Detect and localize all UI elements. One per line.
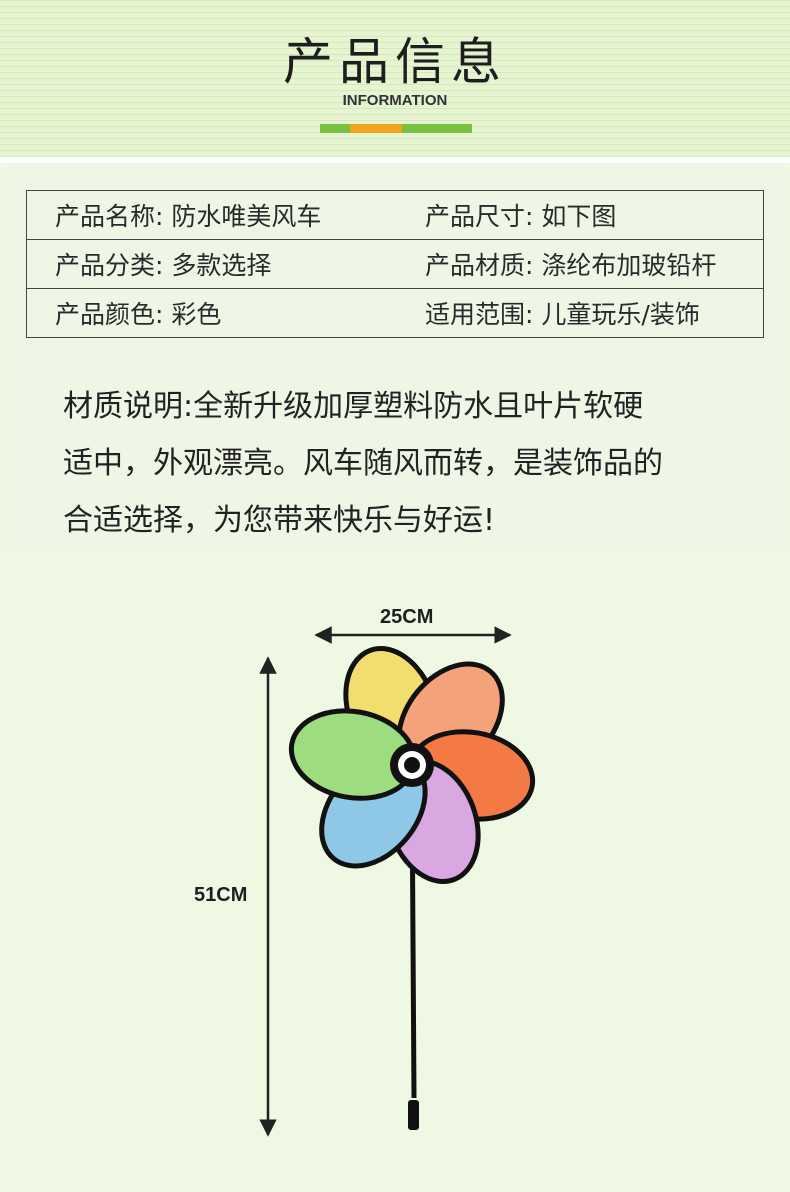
- description-line: 合适选择，为您带来快乐与好运!: [63, 503, 496, 538]
- spec-value: 防水唯美风车: [171, 202, 322, 231]
- spec-cell: 产品名称: 防水唯美风车: [26, 190, 395, 240]
- description-line: 适中，外观漂亮。风车随风而转，是装饰品的: [63, 446, 663, 481]
- pinwheel-illustration: [259, 626, 536, 1137]
- accent-bar-left: [320, 124, 350, 133]
- divider: [0, 157, 790, 163]
- spec-cell: 适用范围: 儿童玩乐/装饰: [395, 288, 764, 338]
- spec-cell: 产品颜色: 彩色: [26, 288, 395, 338]
- spec-label: 产品材质:: [425, 251, 534, 280]
- pinwheel-hub-center: [404, 757, 420, 773]
- spec-label: 产品分类:: [55, 251, 164, 280]
- spec-label: 产品尺寸:: [425, 202, 534, 231]
- accent-bar-right: [402, 124, 472, 133]
- spec-row: 产品名称: 防水唯美风车 产品尺寸: 如下图: [26, 190, 764, 240]
- header-banner: 产品信息 INFORMATION: [0, 0, 790, 157]
- spec-table: 产品名称: 防水唯美风车 产品尺寸: 如下图 产品分类: 多款选择 产品材质: …: [26, 190, 764, 338]
- spec-label: 产品名称:: [55, 202, 164, 231]
- page-title: 产品信息: [283, 33, 507, 91]
- spec-row: 产品颜色: 彩色 适用范围: 儿童玩乐/装饰: [26, 288, 764, 338]
- width-label: 25CM: [380, 606, 434, 628]
- stick-tip: [408, 1100, 419, 1130]
- height-label: 51CM: [194, 884, 248, 906]
- spec-cell: 产品分类: 多款选择: [26, 239, 395, 289]
- accent-bar-middle: [350, 124, 402, 133]
- spec-label: 产品颜色:: [55, 300, 164, 329]
- spec-row: 产品分类: 多款选择 产品材质: 涤纶布加玻铅杆: [26, 239, 764, 289]
- spec-label: 适用范围:: [425, 300, 534, 329]
- material-description: 材质说明:全新升级加厚塑料防水且叶片软硬 适中，外观漂亮。风车随风而转，是装饰品…: [63, 378, 743, 549]
- spec-value: 彩色: [171, 300, 222, 329]
- spec-value: 儿童玩乐/装饰: [541, 300, 700, 329]
- spec-value: 如下图: [541, 202, 617, 231]
- spec-cell: 产品尺寸: 如下图: [395, 190, 764, 240]
- spec-cell: 产品材质: 涤纶布加玻铅杆: [395, 239, 764, 289]
- description-line: 材质说明:全新升级加厚塑料防水且叶片软硬: [63, 389, 644, 424]
- spec-value: 涤纶布加玻铅杆: [541, 251, 717, 280]
- page-subtitle: INFORMATION: [342, 92, 448, 109]
- product-photo: 25CM 51CM: [0, 548, 790, 1188]
- spec-value: 多款选择: [171, 251, 272, 280]
